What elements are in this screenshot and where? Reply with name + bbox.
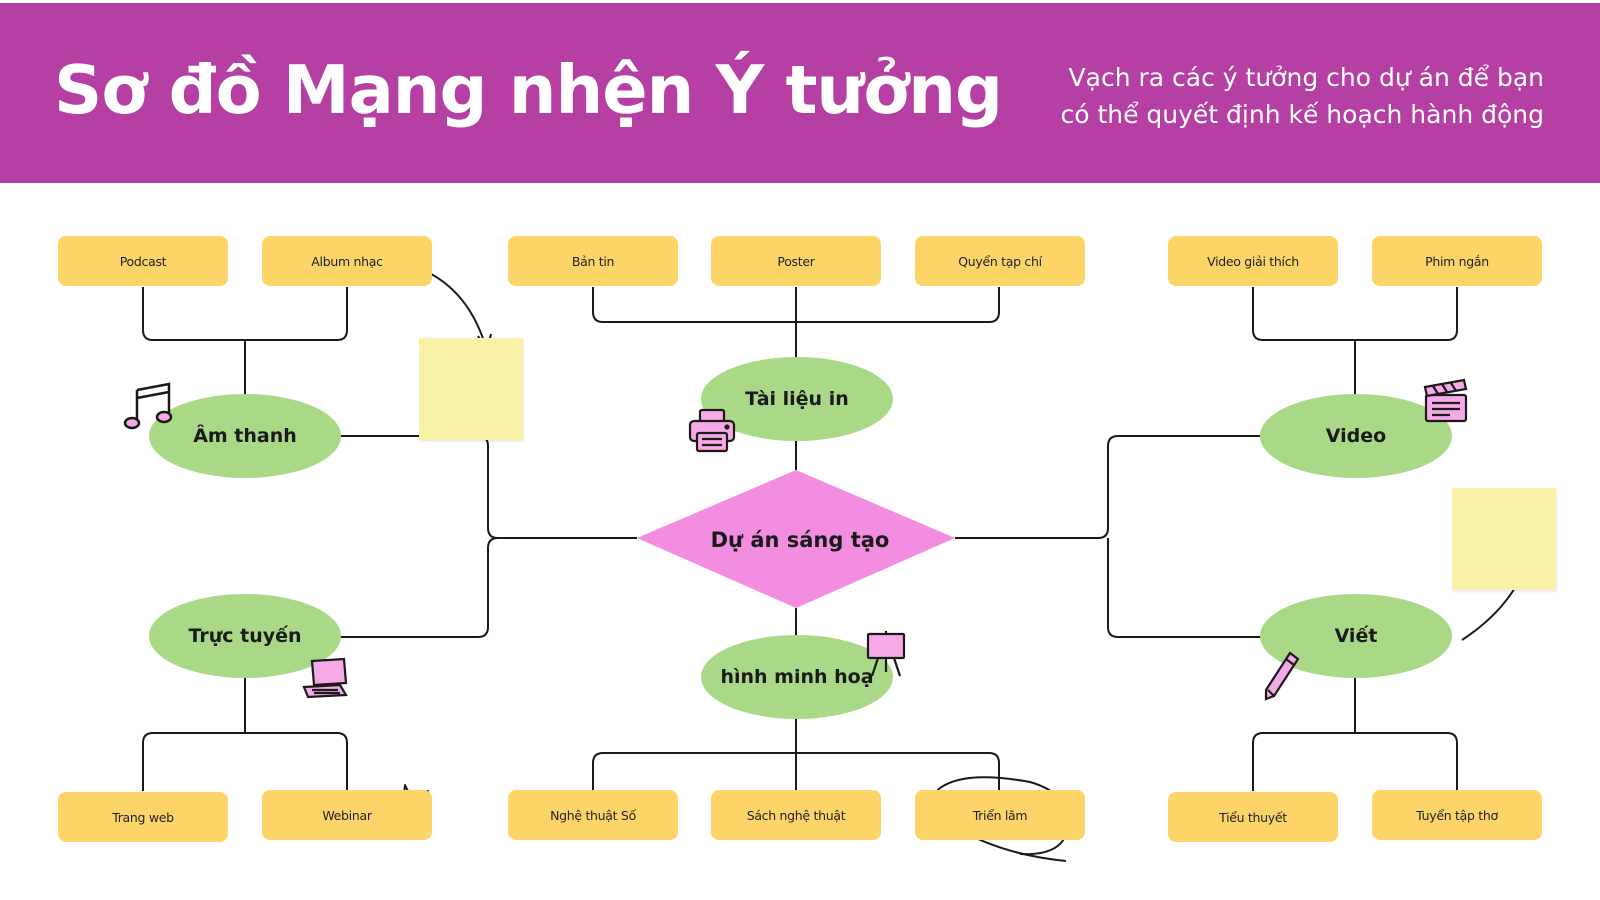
item-magazine: Quyển tạp chí xyxy=(915,236,1085,286)
laptop-icon xyxy=(302,657,348,699)
item-digital-art: Nghệ thuật Số xyxy=(508,790,678,840)
branch-illustration: hình minh hoạ xyxy=(701,635,893,719)
branch-video: Video xyxy=(1260,394,1452,478)
item-poetry: Tuyển tập thơ xyxy=(1372,790,1542,840)
branch-audio: Âm thanh xyxy=(149,394,341,478)
music-note-icon xyxy=(123,382,173,430)
clapperboard-icon xyxy=(1423,378,1468,423)
page-title: Sơ đồ Mạng nhện Ý tưởng xyxy=(54,51,1003,129)
header-banner: Sơ đồ Mạng nhện Ý tưởng Vạch ra các ý tư… xyxy=(0,3,1600,183)
item-novel: Tiểu thuyết xyxy=(1168,792,1338,842)
sticky-note-left xyxy=(419,338,523,440)
sticky-note-right xyxy=(1452,488,1556,590)
subtitle-line-1: Vạch ra các ý tưởng cho dự án để bạn xyxy=(1068,63,1544,92)
item-podcast: Podcast xyxy=(58,236,228,286)
item-exhibition: Triển lãm xyxy=(915,790,1085,840)
easel-icon xyxy=(866,631,906,677)
center-diamond xyxy=(637,470,955,608)
item-website: Trang web xyxy=(58,792,228,842)
printer-icon xyxy=(688,408,736,453)
item-explainer-video: Video giải thích xyxy=(1168,236,1338,286)
item-webinar: Webinar xyxy=(262,790,432,840)
branch-online: Trực tuyến xyxy=(149,594,341,678)
page-subtitle: Vạch ra các ý tưởng cho dự án để bạn có … xyxy=(984,59,1544,133)
center-label: Dự án sáng tạo xyxy=(710,528,890,552)
item-newsletter: Bản tin xyxy=(508,236,678,286)
subtitle-line-2: có thể quyết định kế hoạch hành động xyxy=(1060,100,1544,129)
pencil-icon xyxy=(1264,651,1300,701)
item-poster: Poster xyxy=(711,236,881,286)
item-short-film: Phim ngắn xyxy=(1372,236,1542,286)
item-album: Album nhạc xyxy=(262,236,432,286)
item-art-book: Sách nghệ thuật xyxy=(711,790,881,840)
